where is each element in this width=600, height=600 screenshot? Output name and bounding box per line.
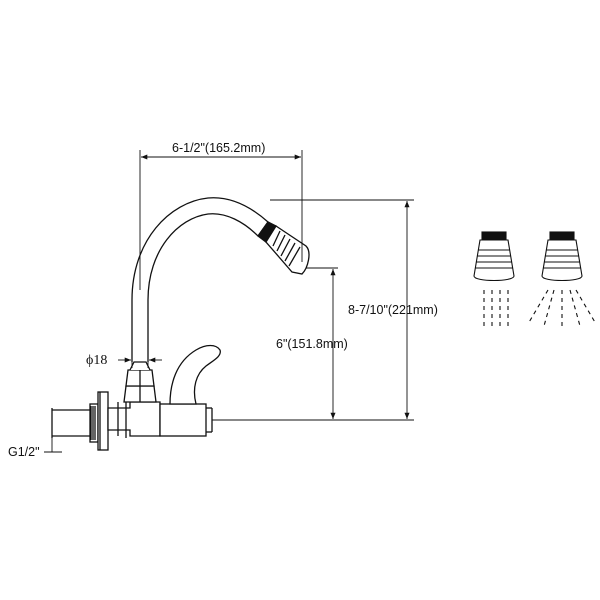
faucet-body [51, 197, 310, 451]
spout-height-label: 6"(151.8mm) [276, 337, 348, 351]
pipe-diameter-label: ϕ18 [86, 353, 107, 368]
aerator-straight-stream-icon [473, 231, 515, 326]
aerator-spray-icon [527, 231, 597, 327]
lever-handle [169, 344, 221, 405]
spout-reach-label: 6-1/2"(165.2mm) [172, 141, 265, 155]
swivel-nut [123, 361, 157, 403]
total-height-label: 8-7/10"(221mm) [348, 303, 438, 317]
dimension-lines [44, 150, 414, 453]
thread-size-label: G1/2" [8, 445, 40, 459]
valve-body [107, 400, 213, 438]
inlet-pipe [51, 391, 109, 451]
spout-aerator [257, 221, 310, 275]
gooseneck-spout [131, 197, 269, 362]
